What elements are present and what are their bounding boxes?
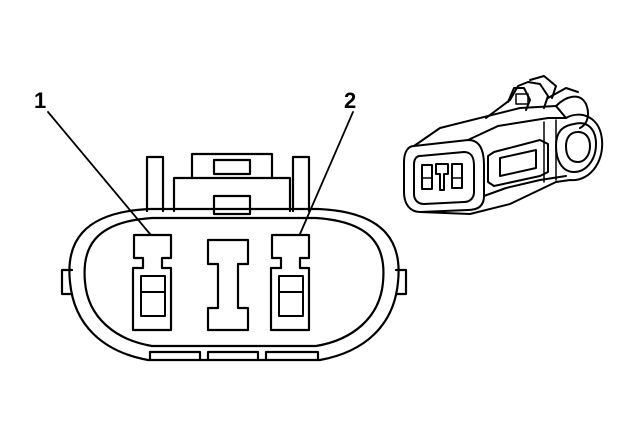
bottom-notches <box>148 350 320 362</box>
left-ear <box>60 268 74 296</box>
callout-label-2: 2 <box>344 88 357 113</box>
housing-outline <box>68 207 400 362</box>
connector-isometric-view <box>403 75 604 215</box>
latch-window-top <box>212 158 252 176</box>
leader-line-2 <box>299 111 354 235</box>
connector-face <box>60 152 408 362</box>
callout-label-1: 1 <box>34 88 47 113</box>
leader-line-1 <box>47 111 151 235</box>
right-ear <box>394 268 408 296</box>
terminal-cavity-1 <box>131 233 173 332</box>
center-divider <box>206 238 250 332</box>
latch-window-bottom <box>212 194 252 216</box>
right-latch-post <box>291 155 311 213</box>
inner-cavity <box>83 216 385 348</box>
left-latch-post <box>145 155 165 213</box>
terminal-cavity-2 <box>269 233 311 332</box>
latch-tower <box>172 152 292 213</box>
